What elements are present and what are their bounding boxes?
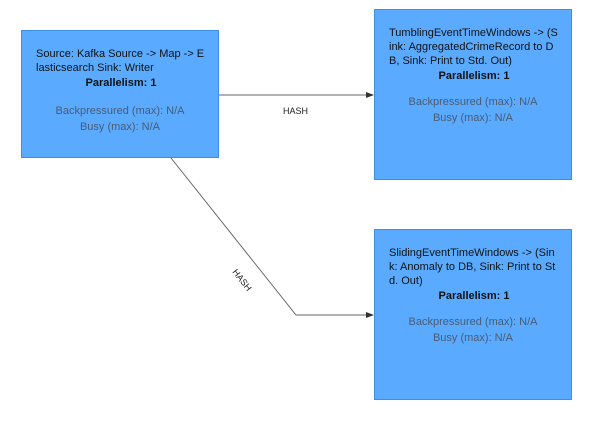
node-source-kafka[interactable]: Source: Kafka Source -> Map -> Elasticse…	[21, 30, 219, 158]
node-sliding-window[interactable]: SlidingEventTimeWindows -> (Sink: Anomal…	[374, 229, 572, 400]
node-title: Source: Kafka Source -> Map -> Elasticse…	[36, 48, 205, 74]
node-backpressured: Backpressured (max): N/A	[408, 316, 538, 328]
node-parallelism: Parallelism: 1	[438, 70, 510, 82]
edge-label-hash-diagonal: HASH	[230, 267, 253, 293]
node-title-block: Source: Kafka Source -> Map -> Elasticse…	[36, 47, 206, 90]
node-title: SlidingEventTimeWindows -> (Sink: Anomal…	[389, 247, 556, 287]
edge-source-to-sliding	[170, 157, 374, 318]
node-busy: Busy (max): N/A	[432, 112, 514, 124]
node-backpressured: Backpressured (max): N/A	[55, 105, 185, 117]
node-parallelism: Parallelism: 1	[85, 77, 157, 89]
node-busy: Busy (max): N/A	[432, 332, 514, 344]
node-backpressured: Backpressured (max): N/A	[408, 96, 538, 108]
edge-label-hash-top: HASH	[283, 106, 308, 116]
node-title-block: SlidingEventTimeWindows -> (Sink: Anomal…	[389, 246, 559, 303]
node-title: TumblingEventTimeWindows -> (Sink: Aggre…	[389, 27, 558, 67]
node-parallelism: Parallelism: 1	[438, 290, 510, 302]
node-title-block: TumblingEventTimeWindows -> (Sink: Aggre…	[389, 26, 559, 83]
node-busy: Busy (max): N/A	[79, 121, 161, 133]
node-tumbling-window[interactable]: TumblingEventTimeWindows -> (Sink: Aggre…	[374, 9, 572, 180]
